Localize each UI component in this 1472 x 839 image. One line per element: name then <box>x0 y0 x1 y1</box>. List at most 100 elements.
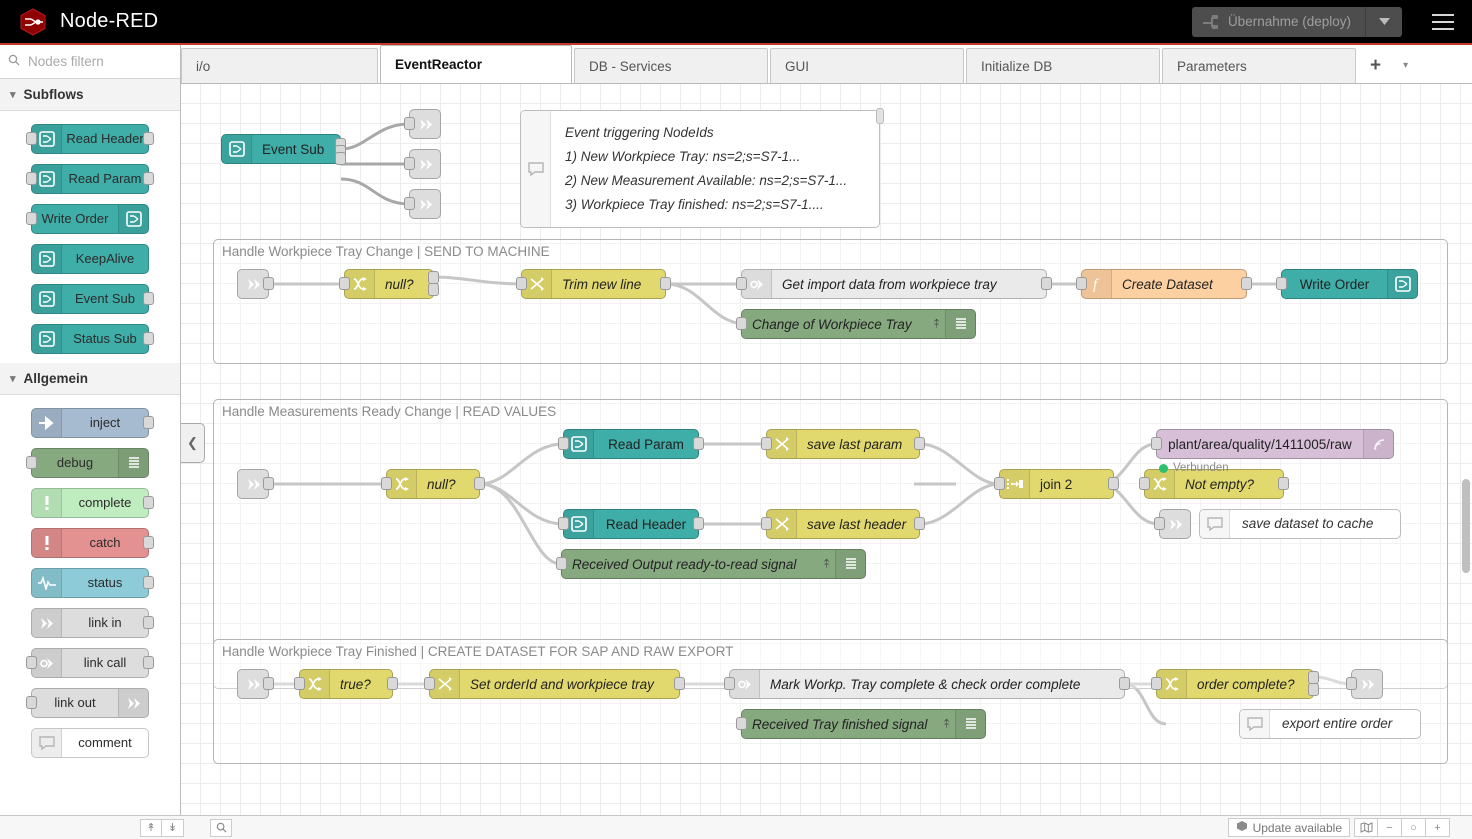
node-subflow-write-order[interactable]: Write Order <box>1276 269 1418 299</box>
node-change-trim-new-line[interactable]: Trim new line <box>516 269 671 299</box>
node-output-port[interactable] <box>143 536 154 549</box>
node-input-port[interactable] <box>381 477 392 490</box>
tab-initialize-db[interactable]: Initialize DB <box>966 48 1160 83</box>
node-switch-null-g2[interactable]: null? <box>381 469 485 499</box>
node-output-port[interactable] <box>263 277 274 290</box>
node-output-port[interactable] <box>143 576 154 589</box>
update-available-button[interactable]: Update available <box>1227 818 1350 837</box>
node-link-out-g2[interactable] <box>1154 509 1191 539</box>
node-output-port[interactable] <box>143 292 154 305</box>
palette-node-comment[interactable]: comment <box>31 728 149 758</box>
node-input-port[interactable] <box>1076 277 1087 290</box>
palette-node-read-header[interactable]: Read Header <box>26 124 154 154</box>
node-output-port[interactable] <box>660 277 671 290</box>
node-link-in-g2[interactable] <box>237 469 274 499</box>
node-output-port[interactable] <box>914 437 925 450</box>
node-input-port[interactable] <box>1276 277 1287 290</box>
canvas-vertical-scrollbar[interactable] <box>1462 479 1470 573</box>
node-input-port[interactable] <box>26 172 37 185</box>
node-output-port[interactable] <box>263 477 274 490</box>
node-join-2[interactable]: join 2 <box>994 469 1119 499</box>
palette-node-inject[interactable]: inject <box>31 408 154 438</box>
node-input-port[interactable] <box>761 517 772 530</box>
node-switch-not-empty[interactable]: Not empty? <box>1139 469 1289 499</box>
palette-node-complete[interactable]: complete <box>31 488 154 518</box>
palette-node-link-call[interactable]: link call <box>26 648 154 678</box>
node-comment-save-dataset-to-cache[interactable]: save dataset to cache <box>1199 509 1401 539</box>
node-input-port[interactable] <box>724 677 735 690</box>
node-output-port[interactable] <box>428 283 439 297</box>
deploy-button[interactable]: Übernahme (deploy) <box>1191 6 1366 37</box>
node-output-port[interactable] <box>1119 677 1130 690</box>
node-link-call-mark-workp-tray[interactable]: Mark Workp. Tray complete & check order … <box>724 669 1130 699</box>
node-output-port[interactable] <box>674 677 685 690</box>
node-input-port[interactable] <box>404 157 415 170</box>
deploy-group[interactable]: Übernahme (deploy) <box>1191 6 1402 37</box>
flow-list-button[interactable]: ▾ <box>1403 60 1409 71</box>
palette-search[interactable] <box>0 45 180 79</box>
node-input-port[interactable] <box>424 677 435 690</box>
node-link-out-1[interactable] <box>404 109 441 139</box>
palette-node-status-sub[interactable]: Status Sub <box>31 324 154 354</box>
node-output-port[interactable] <box>1308 683 1319 697</box>
node-output-port[interactable] <box>263 677 274 690</box>
node-event-sub[interactable]: Event Sub <box>221 134 346 165</box>
palette-node-keepalive[interactable]: KeepAlive <box>31 244 149 274</box>
node-output-port[interactable] <box>1041 277 1052 290</box>
node-change-save-last-header[interactable]: save last header <box>761 509 925 539</box>
palette-node-link-in[interactable]: link in <box>31 608 154 638</box>
palette-node-event-sub[interactable]: Event Sub <box>31 284 154 314</box>
node-debug-received-tray-finished[interactable]: Received Tray finished signal ⤉ <box>736 709 986 739</box>
node-link-in-g3[interactable] <box>237 669 274 699</box>
node-output-port[interactable] <box>1278 477 1289 490</box>
node-output-port[interactable] <box>143 172 154 185</box>
node-input-port[interactable] <box>1151 437 1162 450</box>
collapse-all-button[interactable]: ↟ <box>140 818 162 837</box>
node-input-port[interactable] <box>558 437 569 450</box>
node-output-port[interactable] <box>143 616 154 629</box>
node-link-out-2[interactable] <box>404 149 441 179</box>
node-input-port[interactable] <box>1154 517 1165 530</box>
palette-node-read-param[interactable]: Read Param <box>26 164 154 194</box>
node-debug-change-of-workpiece-tray[interactable]: Change of Workpiece Tray ⤉ <box>736 309 976 339</box>
node-link-call-get-import-data[interactable]: Get import data from workpiece tray <box>736 269 1052 299</box>
palette-search-input[interactable] <box>26 53 166 70</box>
tab-eventreactor[interactable]: EventReactor <box>380 45 572 83</box>
node-input-port[interactable] <box>404 117 415 130</box>
node-input-port[interactable] <box>26 212 37 225</box>
node-change-save-last-param[interactable]: save last param <box>761 429 925 459</box>
node-input-port[interactable] <box>1151 677 1162 690</box>
node-input-port[interactable] <box>558 517 569 530</box>
node-input-port[interactable] <box>26 656 37 669</box>
zoom-out-button[interactable]: − <box>1378 818 1402 837</box>
node-input-port[interactable] <box>26 456 37 469</box>
node-output-port[interactable] <box>143 656 154 669</box>
palette-node-catch[interactable]: catch <box>31 528 154 558</box>
node-change-set-orderid[interactable]: Set orderId and workpiece tray <box>424 669 685 699</box>
main-menu-button[interactable] <box>1420 0 1466 43</box>
node-output-port[interactable] <box>693 517 704 530</box>
navigator-toggle-button[interactable] <box>1354 818 1378 837</box>
node-output-port[interactable] <box>335 151 346 165</box>
node-input-port[interactable] <box>26 132 37 145</box>
node-function-create-dataset[interactable]: f Create Dataset <box>1076 269 1252 299</box>
group-tray-finished[interactable]: Handle Workpiece Tray Finished | CREATE … <box>213 639 1448 764</box>
node-input-port[interactable] <box>26 696 37 709</box>
node-comment-event-ids[interactable]: Event triggering NodeIds 1) New Workpiec… <box>520 108 884 228</box>
palette-category-allgemein[interactable]: ▾Allgemein <box>0 363 180 395</box>
node-input-port[interactable] <box>1346 677 1357 690</box>
node-output-port[interactable] <box>693 437 704 450</box>
node-subflow-read-header[interactable]: Read Header <box>558 509 704 539</box>
node-output-port[interactable] <box>143 332 154 345</box>
add-flow-button[interactable]: + <box>1370 54 1382 76</box>
node-subflow-read-param[interactable]: Read Param <box>558 429 704 459</box>
node-input-port[interactable] <box>736 277 747 290</box>
palette-node-status[interactable]: status <box>31 568 154 598</box>
node-link-in-g1[interactable] <box>237 269 274 299</box>
footer-search-button[interactable] <box>210 818 232 837</box>
flow-canvas[interactable]: Event Sub Event triggering NodeIds 1) Ne… <box>181 84 1472 815</box>
node-debug-received-output-ready[interactable]: Received Output ready-to-read signal ⤉ <box>556 549 866 579</box>
node-output-port[interactable] <box>1241 277 1252 290</box>
node-output-port[interactable] <box>474 477 485 490</box>
palette-node-write-order[interactable]: Write Order <box>26 204 149 234</box>
